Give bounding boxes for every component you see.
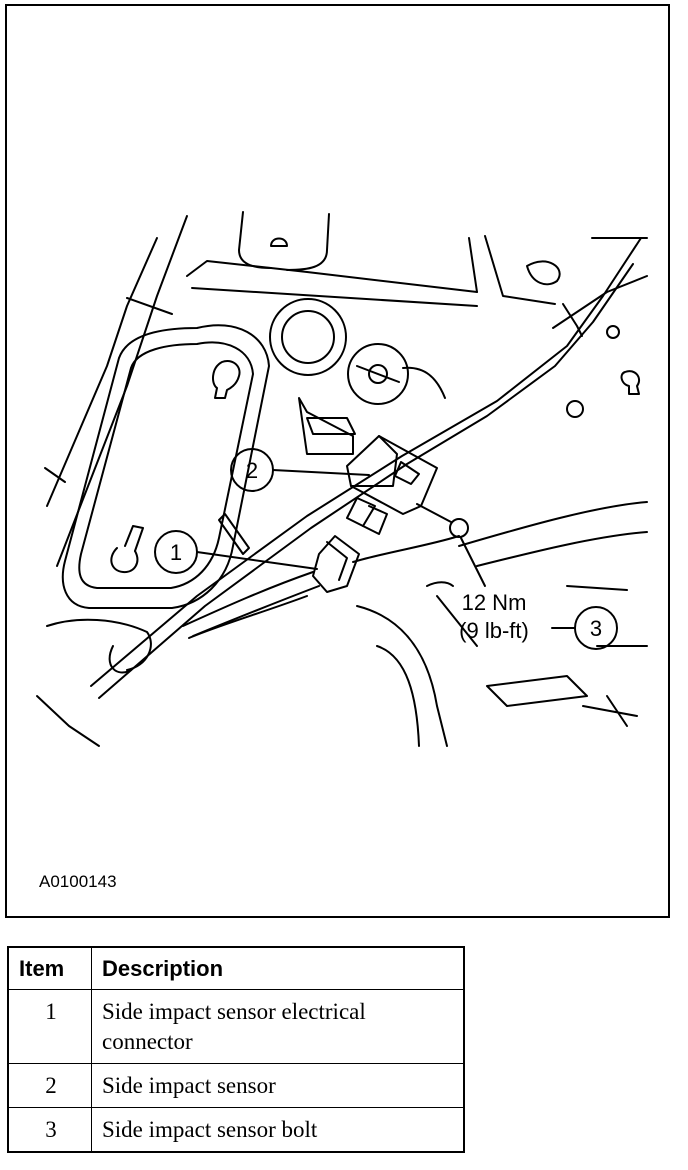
table-row: 1 Side impact sensor electrical connecto… bbox=[7, 989, 465, 1064]
legend-header-item: Item bbox=[7, 946, 92, 990]
table-row: 2 Side impact sensor bbox=[7, 1063, 465, 1108]
callout-1-number: 1 bbox=[170, 540, 182, 565]
legend-item-number: 2 bbox=[7, 1063, 92, 1108]
legend-item-description: Side impact sensor bolt bbox=[91, 1107, 465, 1153]
callout-2-leader bbox=[272, 469, 370, 476]
sensor-location-illustration: 1 2 3 12 Nm (9 lb-ft) bbox=[36, 211, 648, 747]
legend-item-description: Side impact sensor bbox=[91, 1063, 465, 1108]
legend-header-row: Item Description bbox=[7, 946, 465, 990]
torque-spec-nm: 12 Nm bbox=[462, 590, 527, 615]
legend-header-description: Description bbox=[91, 946, 465, 990]
callout-3-number: 3 bbox=[590, 616, 602, 641]
table-row: 3 Side impact sensor bolt bbox=[7, 1107, 465, 1153]
figure-frame: 1 2 3 12 Nm (9 lb-ft) A0100143 bbox=[5, 4, 670, 918]
legend-item-description: Side impact sensor electrical connector bbox=[91, 989, 465, 1064]
torque-leader bbox=[460, 537, 486, 587]
torque-spec-lbft: (9 lb-ft) bbox=[459, 618, 529, 643]
figure-id-label: A0100143 bbox=[39, 872, 117, 891]
callout-2-number: 2 bbox=[246, 458, 258, 483]
legend-table: Item Description 1 Side impact sensor el… bbox=[7, 946, 465, 1153]
legend-item-number: 3 bbox=[7, 1107, 92, 1153]
callout-1-leader bbox=[196, 551, 318, 570]
legend-item-number: 1 bbox=[7, 989, 92, 1064]
